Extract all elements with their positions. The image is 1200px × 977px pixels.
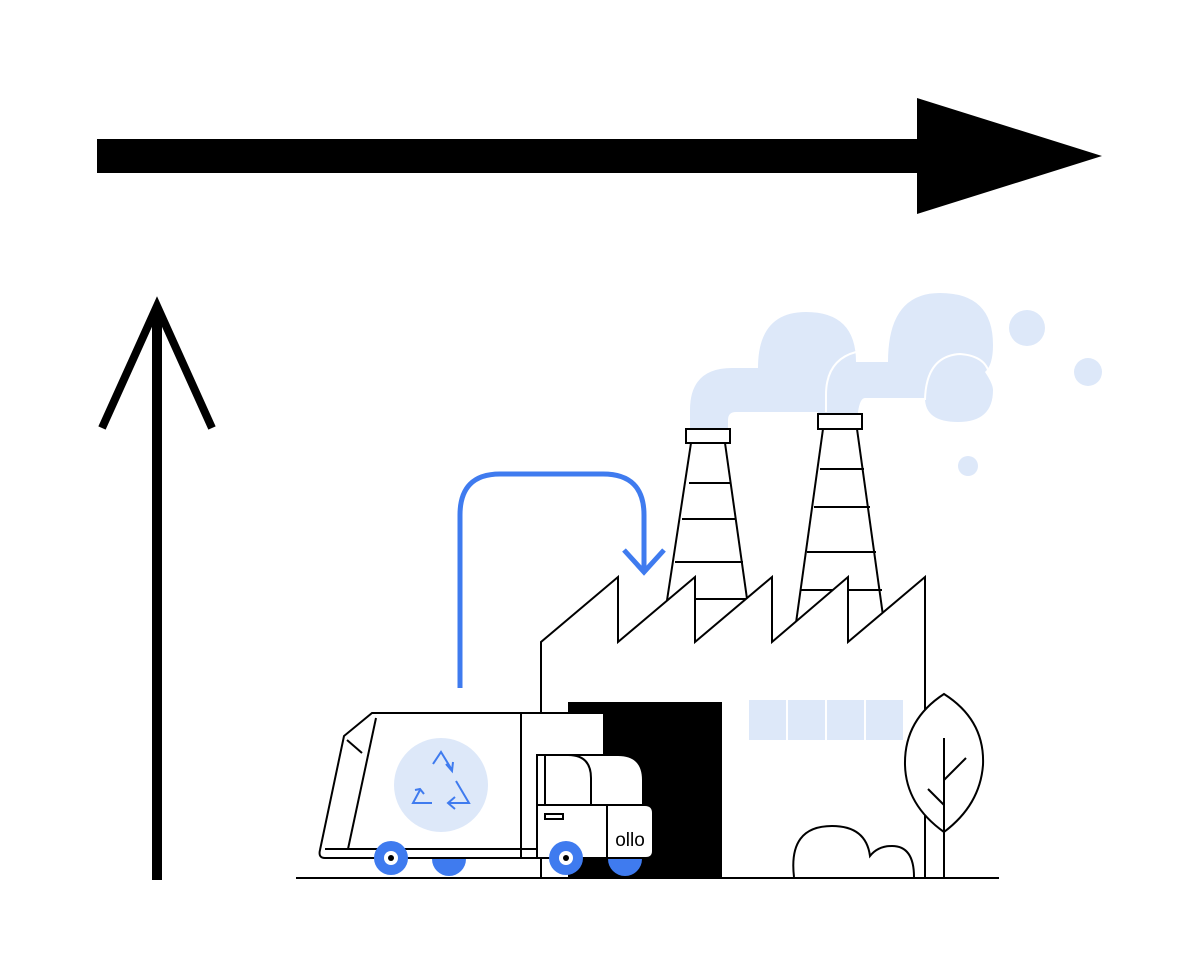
flow-arrow-icon [457, 471, 666, 688]
cloud-highlight [825, 351, 991, 412]
wheel-icon [374, 841, 408, 875]
smokestack-icon [794, 413, 886, 631]
vertical-arrow-icon [98, 296, 216, 880]
leaf-tree-icon [903, 692, 985, 878]
wheel-icon [432, 859, 466, 876]
bush-icon [792, 824, 915, 878]
wheel-icon [608, 859, 642, 876]
factory-windows [749, 700, 903, 740]
garbage-truck-icon [318, 712, 654, 859]
horizontal-arrow-icon [97, 98, 1102, 214]
truck-label: ollo [615, 830, 645, 851]
wheel-icon [549, 841, 583, 875]
smoke-cloud-icon [690, 293, 1102, 476]
recycle-icon [411, 750, 471, 810]
